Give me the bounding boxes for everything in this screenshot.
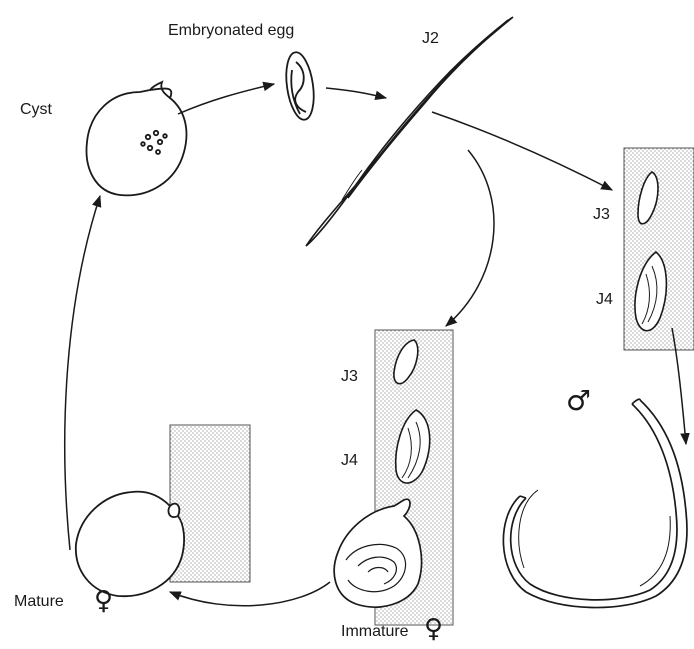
mature-female-symbol: ♀ <box>94 586 113 616</box>
j3-middle-label: J3 <box>341 368 358 386</box>
arrow-cyst-to-egg <box>178 84 274 114</box>
arrow-j2-to-right-root <box>432 112 612 190</box>
arrow-immature-to-mature <box>170 582 330 606</box>
j4-middle-label: J4 <box>341 452 358 470</box>
j2-label: J2 <box>422 30 439 48</box>
cyst-drawing <box>87 82 187 195</box>
mature-female-drawing <box>76 492 184 597</box>
immature-label: Immature <box>341 623 409 641</box>
embryonated-egg-drawing <box>282 51 317 122</box>
arrow-egg-to-j2 <box>326 88 386 98</box>
mature-label: Mature <box>14 593 64 611</box>
arrow-mature-to-cyst <box>65 196 100 550</box>
j4-right-label: J4 <box>596 291 613 309</box>
immature-female-symbol: ♀ <box>424 614 443 644</box>
male-drawing <box>503 399 687 607</box>
cyst-label: Cyst <box>20 101 52 119</box>
embryonated-egg-label: Embryonated egg <box>168 22 294 40</box>
j3-right-label: J3 <box>593 206 610 224</box>
male-symbol: ♂ <box>566 384 591 417</box>
arrow-j2-to-middle-root <box>446 150 494 326</box>
j2-juvenile-drawing <box>306 17 513 246</box>
